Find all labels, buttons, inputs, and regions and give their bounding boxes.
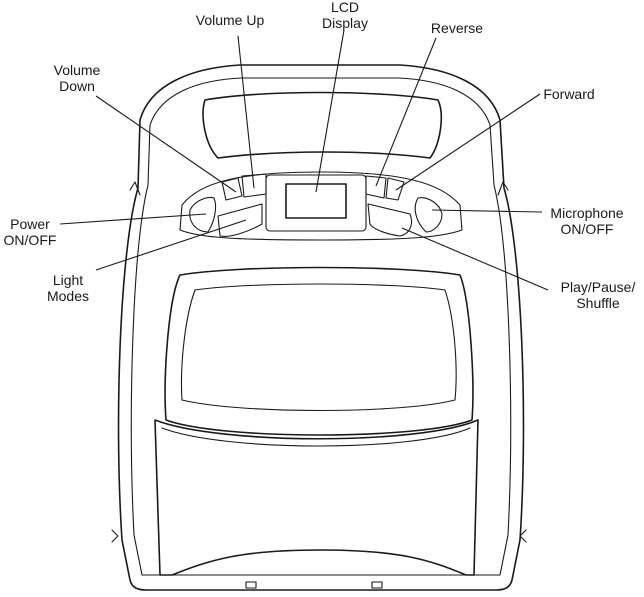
lower-panel — [154, 419, 479, 576]
label-reverse: Reverse — [431, 20, 483, 36]
left-foot — [245, 581, 257, 589]
label-light-modes-line2: Modes — [47, 288, 89, 304]
label-microphone-line2: ON/OFF — [561, 221, 614, 237]
callout-labels: Volume Up LCD Display Reverse Volume Dow… — [4, 0, 636, 311]
control-panel — [179, 171, 463, 241]
front-window-outer — [164, 266, 474, 436]
volume-down-button[interactable] — [221, 177, 243, 201]
body-outer-outline — [117, 64, 525, 591]
label-lcd-line2: Display — [322, 15, 368, 31]
left-clip — [111, 529, 119, 543]
lcd-display[interactable] — [285, 183, 347, 219]
forward-button[interactable] — [385, 177, 405, 201]
leader-lcd — [315, 29, 345, 193]
right-foot — [371, 581, 383, 589]
leader-volume-down — [95, 95, 237, 193]
leader-reverse — [375, 37, 437, 187]
label-play-line2: Shuffle — [576, 295, 620, 311]
play-pause-shuffle-button[interactable] — [367, 203, 413, 237]
lcd-bezel — [265, 174, 367, 232]
leader-light-modes — [95, 219, 247, 271]
power-button[interactable] — [189, 196, 217, 233]
label-power-line2: ON/OFF — [4, 232, 57, 248]
reverse-button[interactable] — [365, 175, 387, 199]
label-play-line1: Play/Pause/ — [561, 279, 636, 295]
label-volume-up: Volume Up — [196, 12, 265, 28]
label-lcd-line1: LCD — [331, 0, 359, 15]
leader-microphone — [431, 209, 543, 213]
right-notch — [497, 181, 509, 196]
label-forward: Forward — [543, 86, 594, 102]
label-power-line1: Power — [10, 216, 50, 232]
light-modes-button[interactable] — [217, 203, 263, 237]
volume-up-button[interactable] — [241, 173, 267, 198]
label-light-modes-line1: Light — [53, 272, 83, 288]
leader-play — [401, 227, 549, 291]
microphone-button[interactable] — [414, 197, 443, 233]
right-clip — [519, 529, 527, 543]
handle-opening — [202, 91, 442, 159]
leader-volume-up — [237, 35, 255, 189]
leader-power — [59, 213, 207, 225]
device-body — [111, 64, 527, 591]
lower-panel-inner — [161, 427, 471, 447]
leader-lines — [59, 29, 549, 291]
front-window-inner — [180, 283, 457, 412]
label-volume-down-line1: Volume — [54, 62, 101, 78]
label-microphone-line1: Microphone — [550, 205, 623, 221]
label-volume-down-line2: Down — [59, 78, 95, 94]
leader-forward — [395, 93, 541, 191]
left-notch — [129, 181, 141, 196]
